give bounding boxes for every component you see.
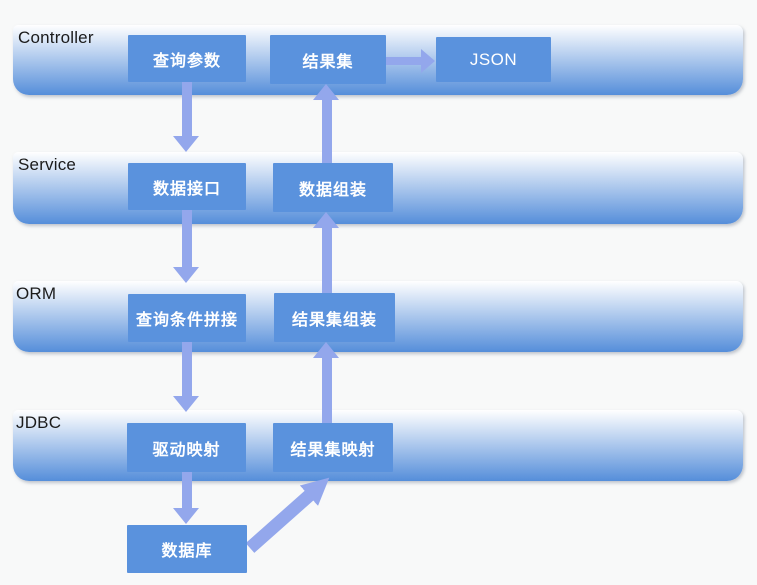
node-query-params: 查询参数 [128,35,246,82]
arrow-data-interface-to-query-condition-concat [173,210,200,283]
arrow-query-params-to-data-interface [173,82,200,152]
arrow-result-set-mapping-to-result-set-assembly [313,342,340,423]
arrow-result-set-to-json [386,49,435,73]
node-data-assembly: 数据组装 [273,163,393,212]
layer-label-service: Service [18,155,77,174]
arrow-driver-mapping-to-database [173,472,200,524]
node-result-set-assembly: 结果集组装 [274,293,395,342]
node-result-set-mapping: 结果集映射 [273,423,393,472]
layer-label-controller: Controller [18,28,94,47]
node-data-interface: 数据接口 [128,163,246,210]
node-database: 数据库 [127,525,247,573]
node-json: JSON [436,37,551,82]
node-driver-mapping: 驱动映射 [127,423,246,472]
node-query-condition-concat: 查询条件拼接 [128,294,246,342]
layer-label-orm: ORM [16,284,57,303]
arrow-data-assembly-to-result-set [313,84,340,163]
arrow-result-set-assembly-to-data-assembly [313,212,340,293]
arrow-query-condition-concat-to-driver-mapping [173,342,200,412]
layer-label-jdbc: JDBC [16,413,62,432]
node-result-set: 结果集 [270,35,386,84]
